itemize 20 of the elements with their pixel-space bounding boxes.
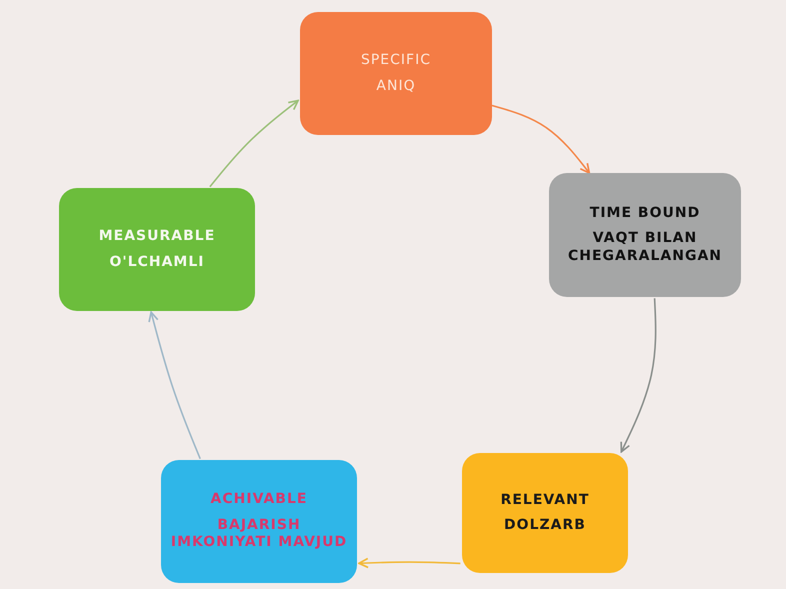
box-text: MEASURABLE bbox=[98, 228, 216, 246]
rounded-box bbox=[462, 453, 628, 573]
rounded-box bbox=[161, 460, 357, 583]
arrow bbox=[492, 104, 590, 174]
box-text: TIME BOUND bbox=[590, 204, 700, 222]
box-text: SPECIFIC bbox=[360, 52, 432, 70]
rounded-box bbox=[549, 173, 741, 297]
box-text: RELEVANT bbox=[500, 492, 590, 509]
box-text: DOLZARB bbox=[504, 517, 586, 534]
rounded-box bbox=[59, 188, 255, 311]
rounded-box bbox=[300, 12, 492, 135]
arrow bbox=[148, 311, 201, 460]
box-text: ANIQ bbox=[376, 78, 416, 95]
arrow bbox=[620, 298, 656, 453]
box-text: O'LCHAMLI bbox=[110, 254, 204, 271]
box-text: BAJARISH IMKONIYATI MAVJUD bbox=[170, 516, 348, 552]
box-text: VAQT BILAN CHEGARALANGAN bbox=[566, 230, 723, 266]
arrow bbox=[358, 558, 460, 568]
box-text: ACHIVABLE bbox=[210, 491, 308, 509]
arrow bbox=[209, 100, 299, 188]
